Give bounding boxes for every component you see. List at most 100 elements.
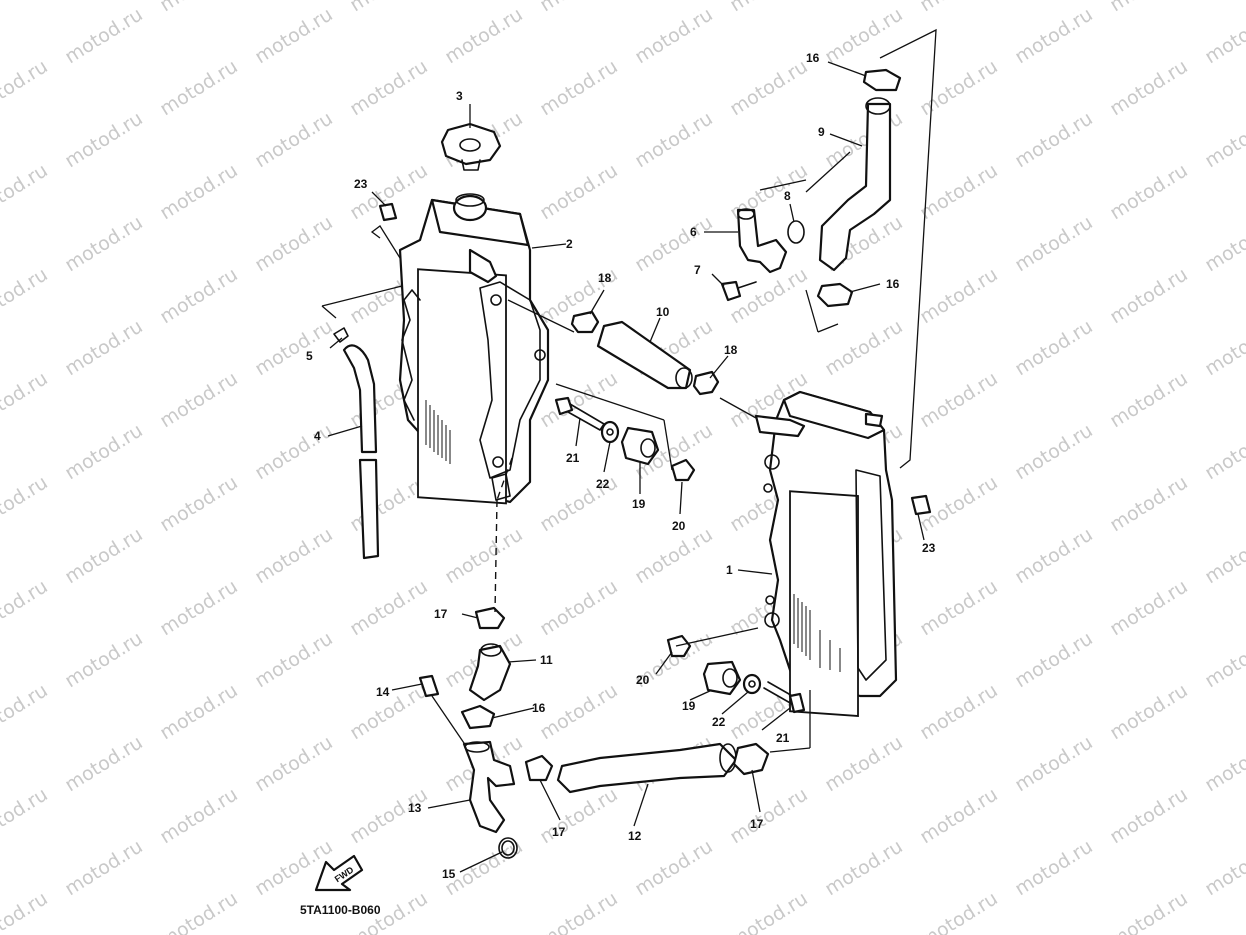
callout-20-upper: 20 [672, 519, 686, 533]
watermark-text: motod.ru [61, 419, 147, 484]
watermark-text: motod.ru [0, 0, 52, 16]
callout-20-lower: 20 [636, 673, 650, 687]
callout-17-top: 17 [434, 607, 448, 621]
radiator-cap [440, 122, 502, 171]
assembly-guide-lines [321, 28, 937, 753]
watermark-text: motod.ru [0, 679, 52, 744]
watermark-text: motod.ru [156, 679, 242, 744]
callout-17-right: 17 [750, 817, 764, 831]
callout-19-upper: 19 [632, 497, 646, 511]
watermark-text: motod.ru [536, 679, 622, 744]
callout-10: 10 [656, 305, 670, 319]
watermark-text: motod.ru [916, 887, 1002, 935]
watermark-text: motod.ru [61, 211, 147, 276]
watermark-text: motod.ru [916, 0, 1002, 16]
watermark-text: motod.ru [726, 783, 812, 848]
watermark-text: motod.ru [346, 575, 432, 640]
watermark-text: motod.ru [631, 211, 717, 276]
watermark-text: motod.ru [916, 679, 1002, 744]
watermark-text: motod.ru [0, 471, 52, 536]
hose-joint [462, 740, 516, 834]
watermark-text: motod.ru [156, 471, 242, 536]
watermark-text: motod.ru [0, 55, 52, 120]
hose-clamp-16-top [862, 68, 902, 92]
watermark-text: motod.ru [1106, 679, 1192, 744]
collar-20-upper [670, 458, 696, 482]
watermark-text: motod.ru [536, 159, 622, 224]
watermark-text: motod.ru [916, 367, 1002, 432]
watermark-text: motod.ru [726, 887, 812, 935]
callout-16-top: 16 [806, 51, 820, 65]
watermark-text: motod.ru [1011, 627, 1097, 692]
hose-clamp-18-upper [570, 310, 600, 334]
watermark-text: motod.ru [1201, 627, 1246, 692]
hose-clamp-17-top [474, 606, 506, 630]
watermark-text: motod.ru [1106, 887, 1192, 935]
hose-clamp-16-mid [816, 282, 854, 308]
callout-23-left: 23 [354, 177, 368, 191]
watermark-text: motod.ru [251, 315, 337, 380]
watermark-text: motod.ru [536, 55, 622, 120]
watermark-text: motod.ru [631, 835, 717, 900]
watermark-text: motod.ru [156, 887, 242, 935]
watermark-text: motod.ru [61, 627, 147, 692]
hose-clip [333, 327, 349, 343]
watermark-text: motod.ru [0, 783, 52, 848]
connecting-hose [596, 320, 693, 390]
watermark-text: motod.ru [1011, 731, 1097, 796]
watermark-text: motod.ru [251, 731, 337, 796]
watermark-text: motod.ru [0, 159, 52, 224]
watermark-text: motod.ru [916, 55, 1002, 120]
watermark-text: motod.ru [1201, 523, 1246, 588]
callout-7: 7 [694, 263, 701, 277]
watermark-text: motod.ru [1106, 159, 1192, 224]
watermark-text: motod.ru [61, 3, 147, 68]
watermark-text: motod.ru [156, 55, 242, 120]
watermark-text: motod.ru [61, 315, 147, 380]
callout-13: 13 [408, 801, 422, 815]
damper-19-lower [702, 660, 742, 696]
watermark-text: motod.ru [536, 783, 622, 848]
hose-clamp-16-lower [460, 704, 496, 730]
bolt-14 [418, 674, 440, 698]
watermark-text: motod.ru [631, 107, 717, 172]
bolt-7 [720, 280, 757, 302]
watermark-text: motod.ru [251, 523, 337, 588]
watermark-text: motod.ru [441, 523, 527, 588]
watermark-text: motod.ru [1106, 575, 1192, 640]
watermark-text: motod.ru [346, 55, 432, 120]
upper-hose [818, 97, 892, 272]
hose-clamp-17-mid [524, 754, 554, 782]
watermark-text: motod.ru [1011, 107, 1097, 172]
watermark-text: motod.ru [1201, 211, 1246, 276]
watermark-text: motod.ru [1011, 211, 1097, 276]
watermark-text: motod.ru [61, 731, 147, 796]
left-radiator-fins [425, 400, 451, 464]
right-radiator [754, 390, 898, 717]
watermark-text: motod.ru [251, 107, 337, 172]
water-pipe-fitting [736, 208, 788, 274]
right-radiator-fins [789, 590, 841, 672]
watermark-text: motod.ru [1201, 3, 1246, 68]
watermark-text: motod.ru [726, 0, 812, 16]
watermark-text: motod.ru [1011, 315, 1097, 380]
watermark-text: motod.ru [631, 3, 717, 68]
watermark-text: motod.ru [346, 0, 432, 16]
watermark-text: motod.ru [1011, 835, 1097, 900]
watermark-text: motod.ru [1106, 55, 1192, 120]
hose-clamp-17-right [732, 742, 770, 776]
callout-16-mid: 16 [886, 277, 900, 291]
callout-23-right: 23 [922, 541, 936, 555]
watermark-text: motod.ru [251, 3, 337, 68]
watermark-text: motod.ru [1106, 367, 1192, 432]
watermark-text: motod.ru [536, 0, 622, 16]
watermark-text: motod.ru [1201, 419, 1246, 484]
watermark-text: motod.ru [61, 523, 147, 588]
watermark-text: motod.ru [536, 887, 622, 935]
callout-labels: 1 2 3 4 5 6 7 8 9 10 11 12 13 14 15 16 1… [306, 51, 936, 881]
damper-19-upper [620, 426, 660, 466]
bolt-23-left [378, 202, 398, 222]
watermark-text: motod.ru [1106, 263, 1192, 328]
